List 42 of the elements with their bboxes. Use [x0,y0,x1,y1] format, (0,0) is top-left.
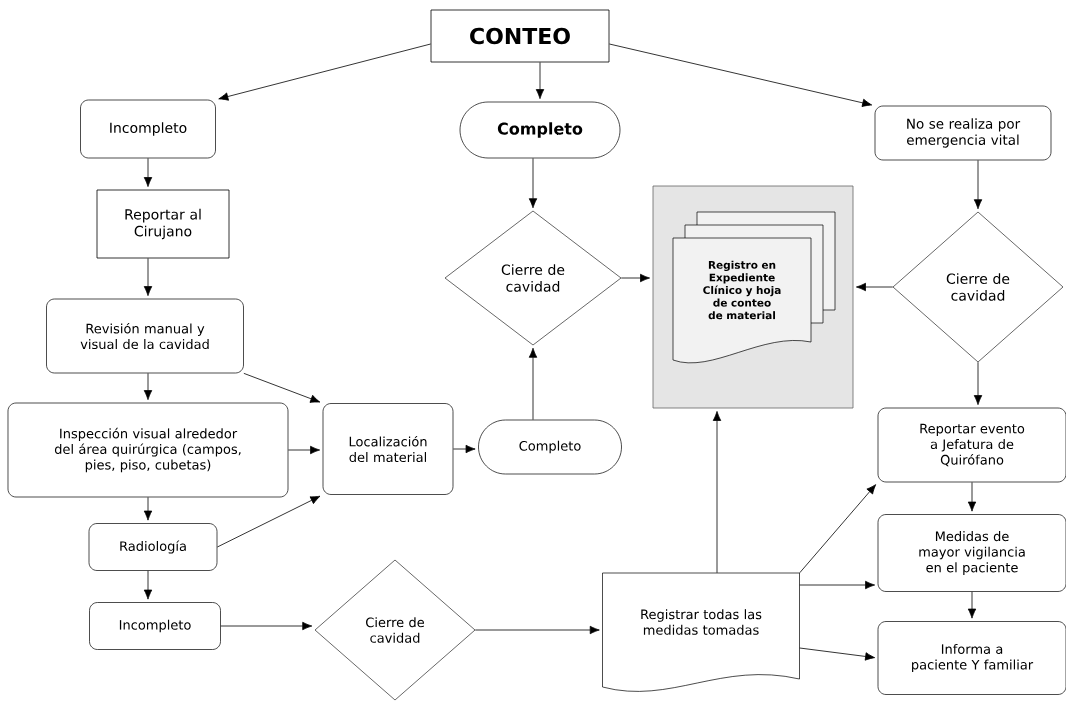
arrow [143,157,153,187]
process-box: Radiología [88,523,218,571]
terminal-box: Completo [478,419,622,475]
arrow [452,444,476,454]
process-box: Reportar evento a Jefatura de Quirófano [877,407,1066,483]
arrow [535,62,545,100]
arrow [973,361,983,406]
arrow [220,621,313,631]
arrow [143,570,153,600]
arrow [620,273,650,283]
process-box: Incompleto [80,99,216,159]
arrow [216,495,321,548]
arrow [143,496,153,521]
arrow [799,580,876,590]
arrow [799,484,877,574]
process-box: Revisión manual y visual de la cavidad [46,298,244,374]
process-box: Localización del material [322,403,454,495]
terminal-box: Completo [459,101,621,159]
arrow [967,591,977,619]
arrow [799,647,876,661]
title-box: CONTEO [430,9,610,63]
process-box: No se realiza por emergencia vital [874,105,1052,161]
process-box: Medidas de mayor vigilancia en el paciente [877,514,1066,592]
arrow [287,445,321,455]
arrow [712,411,722,574]
arrow [143,372,153,401]
arrow [218,43,431,101]
arrow [474,625,600,635]
process-box: Reportar al Cirujano [96,189,230,259]
arrow [973,159,983,210]
arrow [967,481,977,512]
process-box: Inspección visual alrededor del área quirúrgica (campos, pies, piso, cubetas) [7,402,289,498]
arrow [609,43,873,107]
document-stack: Registro en Expediente Clínico y hoja de conteo de material [672,211,836,364]
arrow [143,258,153,297]
arrow [528,347,538,421]
document-box: Registrar todas las medidas tomadas [602,572,800,692]
process-box: Incompleto [89,602,221,650]
arrow [528,157,538,209]
arrow [243,372,321,403]
arrow [856,282,894,292]
process-box: Informa a paciente Y familiar [877,621,1066,695]
